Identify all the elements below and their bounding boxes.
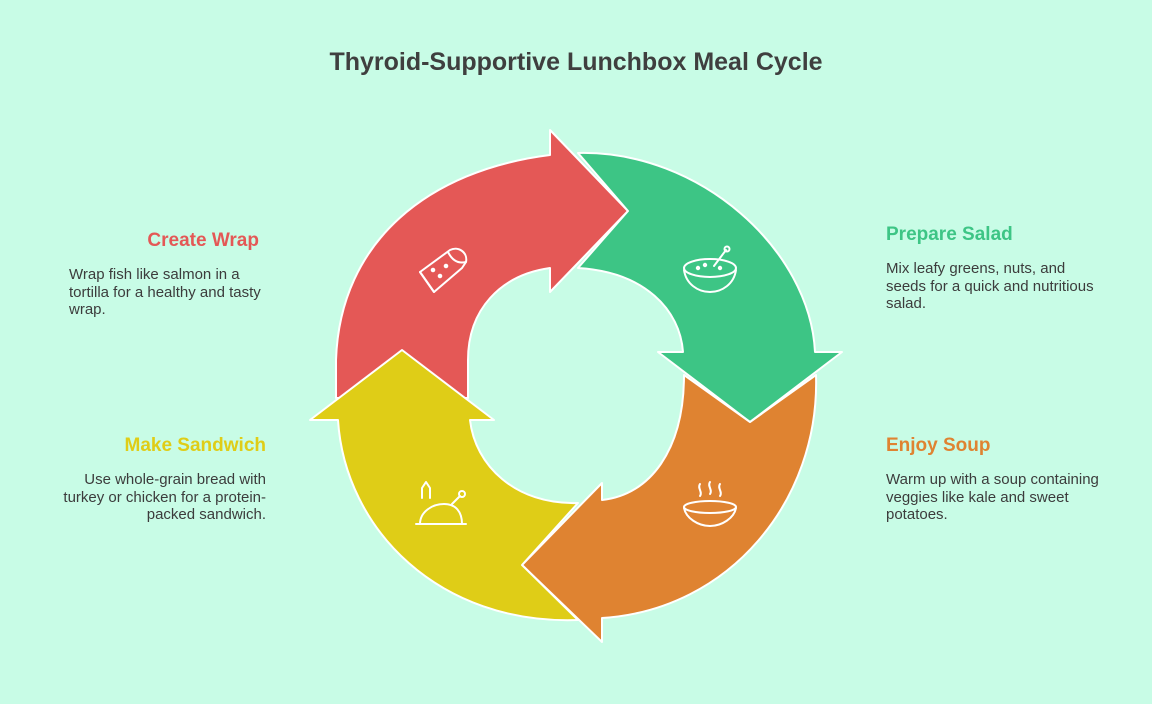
step-title-salad: Prepare Salad [886, 224, 1013, 245]
burrito-wrap-icon [419, 247, 468, 293]
step-description-salad: Mix leafy greens, nuts, and seeds for a … [886, 260, 1094, 312]
step-prepare-salad: Prepare Salad Mix leafy greens, nuts, an… [886, 224, 1106, 313]
step-make-sandwich: Make Sandwich Use whole-grain bread with… [40, 435, 266, 524]
step-title-soup: Enjoy Soup [886, 435, 991, 456]
step-create-wrap: Create Wrap Wrap fish like salmon in a t… [69, 230, 279, 319]
roast-chicken-icon [415, 481, 467, 525]
step-description-soup: Warm up with a soup containing veggies l… [886, 471, 1099, 523]
step-title-wrap: Create Wrap [147, 230, 259, 251]
step-title-sandwich: Make Sandwich [124, 435, 267, 456]
step-description-wrap: Wrap fish like salmon in a tortilla for … [69, 266, 261, 318]
wrap-arrow [335, 129, 629, 399]
sandwich-arrow [309, 349, 579, 622]
salad-arrow [577, 151, 843, 423]
step-enjoy-soup: Enjoy Soup Warm up with a soup containin… [886, 435, 1106, 524]
page-title: Thyroid-Supportive Lunchbox Meal Cycle [329, 48, 823, 76]
step-description-sandwich: Use whole-grain bread with turkey or chi… [63, 471, 266, 523]
salad-bowl-icon [683, 245, 737, 294]
soup-arrow [521, 374, 818, 643]
soup-bowl-icon [683, 481, 737, 528]
